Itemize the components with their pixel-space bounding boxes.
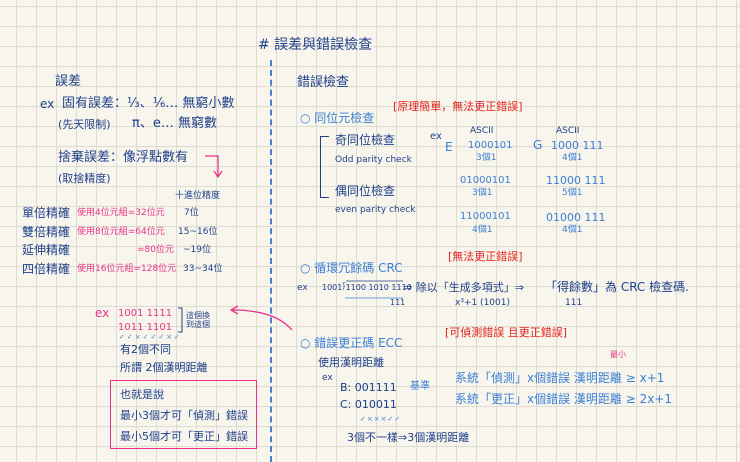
crc-polynomial: x³+1 (1001) — [455, 298, 510, 308]
parity-note: [原理簡單，無法更正錯誤] — [393, 100, 523, 113]
parity-title: ○ 同位元檢查 — [300, 111, 375, 125]
g-binary: 01000 111 — [546, 211, 606, 224]
code-b: B: 001111 — [340, 381, 397, 394]
precision-bits: =80位元 — [137, 245, 174, 255]
ex-label: ex — [40, 97, 55, 111]
bracket-icon — [178, 307, 183, 333]
e-binary: 01000101 — [460, 175, 511, 186]
summary-line: 最小5個才可「更正」錯誤 — [120, 430, 248, 443]
g-count: 5個1 — [562, 188, 583, 198]
match-marks: ✓✓×✓✓✓×✓ — [119, 333, 182, 341]
precision-digits: 33~34位 — [183, 264, 223, 274]
even-parity: 偶同位檢查 — [335, 184, 396, 198]
arrow-head-icon — [229, 305, 239, 315]
e-binary: 11000101 — [460, 211, 511, 222]
ecc-note: [可偵測錯誤 且更正錯誤] — [445, 326, 568, 339]
g-count: 4個1 — [562, 225, 583, 235]
crc-result-value: 111 — [565, 298, 583, 308]
ex-label: ex — [95, 306, 110, 320]
column-divider — [270, 60, 272, 462]
inherent-example: π、e… 無窮數 — [132, 116, 217, 131]
summary-box — [110, 380, 257, 449]
binary-b: 1011 1101 — [118, 322, 173, 333]
rounding-error: 捨棄誤差：像浮點數有 — [58, 150, 189, 165]
code-b-note: 基準 — [410, 381, 430, 392]
crc-step: ⇒ 除以「生成多項式」⇒ — [403, 281, 524, 294]
even-parity-en: even parity check — [335, 205, 416, 215]
ascii-label: ASCII — [556, 126, 580, 136]
precision-bits: 使用16位元組=128位元 — [77, 264, 177, 274]
inherent-note: (先天限制) — [58, 118, 111, 131]
section-heading: 誤差 — [55, 74, 82, 89]
e-count: 3個1 — [472, 188, 493, 198]
odd-parity: 奇同位檢查 — [335, 133, 396, 147]
correct-rule: 系統「更正」x個錯誤 漢明距離 ≥ 2x+1 — [455, 392, 673, 406]
ecc-title: ○ 錯誤更正碼 ECC — [300, 336, 403, 350]
crc-result: 「得餘數」為 CRC 檢查碼. — [545, 280, 689, 294]
ex-label: ex — [430, 131, 442, 142]
e-label: E — [445, 140, 453, 154]
swap-note: 這個換到這個 — [186, 311, 210, 329]
page-title: # 誤差與錯誤檢查 — [258, 37, 373, 53]
arrow-icon — [205, 155, 219, 176]
precision-bits: 使用4位元組=32位元 — [77, 208, 165, 218]
e-count: 3個1 — [476, 153, 497, 163]
precision-digits: ~19位 — [183, 245, 211, 255]
summary-line: 也就是說 — [120, 388, 164, 401]
g-binary: 11000 111 — [546, 174, 606, 187]
odd-parity-en: Odd parity check — [335, 155, 412, 165]
precision-name: 雙倍精確 — [22, 225, 71, 239]
crc-note: [無法更正錯誤] — [448, 250, 523, 263]
inherent-error: 固有誤差：⅓、⅙… 無窮小數 — [62, 96, 235, 111]
e-count: 4個1 — [472, 225, 493, 235]
crc-division: 1001⟌1100 1010 1110 — [322, 283, 412, 292]
precision-digits: 15~16位 — [178, 227, 218, 237]
precision-bits: 使用8位元組=64位元 — [77, 227, 165, 237]
e-binary: 1000101 — [468, 140, 513, 151]
ascii-label: ASCII — [470, 126, 494, 136]
crc-remainder: 111 — [390, 298, 406, 307]
diff-count: 有2個不同 — [120, 343, 171, 356]
section-heading: 錯誤檢查 — [297, 75, 350, 90]
ecc-conclusion: 3個不一樣⇒3個漢明距離 — [347, 431, 470, 444]
precision-name: 四倍精確 — [22, 262, 71, 276]
precision-digits: 7位 — [184, 208, 199, 218]
binary-a: 1001 1111 — [118, 308, 173, 319]
arrow-head-icon — [213, 170, 223, 179]
bracket — [320, 136, 329, 198]
detect-rule: 系統「偵測」x個錯誤 漢明距離 ≥ x+1 — [455, 371, 665, 385]
hamming-distance: 所謂 2個漢明距離 — [120, 361, 208, 374]
code-c: C: 010011 — [340, 398, 397, 411]
g-binary: 1000 111 — [551, 139, 604, 152]
curved-arrow-icon — [231, 309, 293, 331]
crc-title: ○ 循環冗餘碼 CRC — [300, 261, 403, 275]
ecc-use: 使用漢明距離 — [318, 356, 384, 369]
precision-header: 十進位精度 — [175, 191, 221, 201]
precision-name: 單倍精確 — [22, 206, 71, 220]
ex-label: ex — [297, 283, 308, 293]
ex-label: ex — [322, 373, 333, 383]
match-marks: ✓×××✓✓ — [360, 415, 402, 423]
g-label: G — [533, 138, 543, 152]
summary-line: 最小3個才可「偵測」錯誤 — [120, 409, 248, 422]
precision-name: 延伸精確 — [22, 243, 71, 257]
min-note: 最小 — [610, 350, 626, 359]
rounding-note: (取捨精度) — [58, 172, 111, 185]
g-count: 4個1 — [562, 153, 583, 163]
